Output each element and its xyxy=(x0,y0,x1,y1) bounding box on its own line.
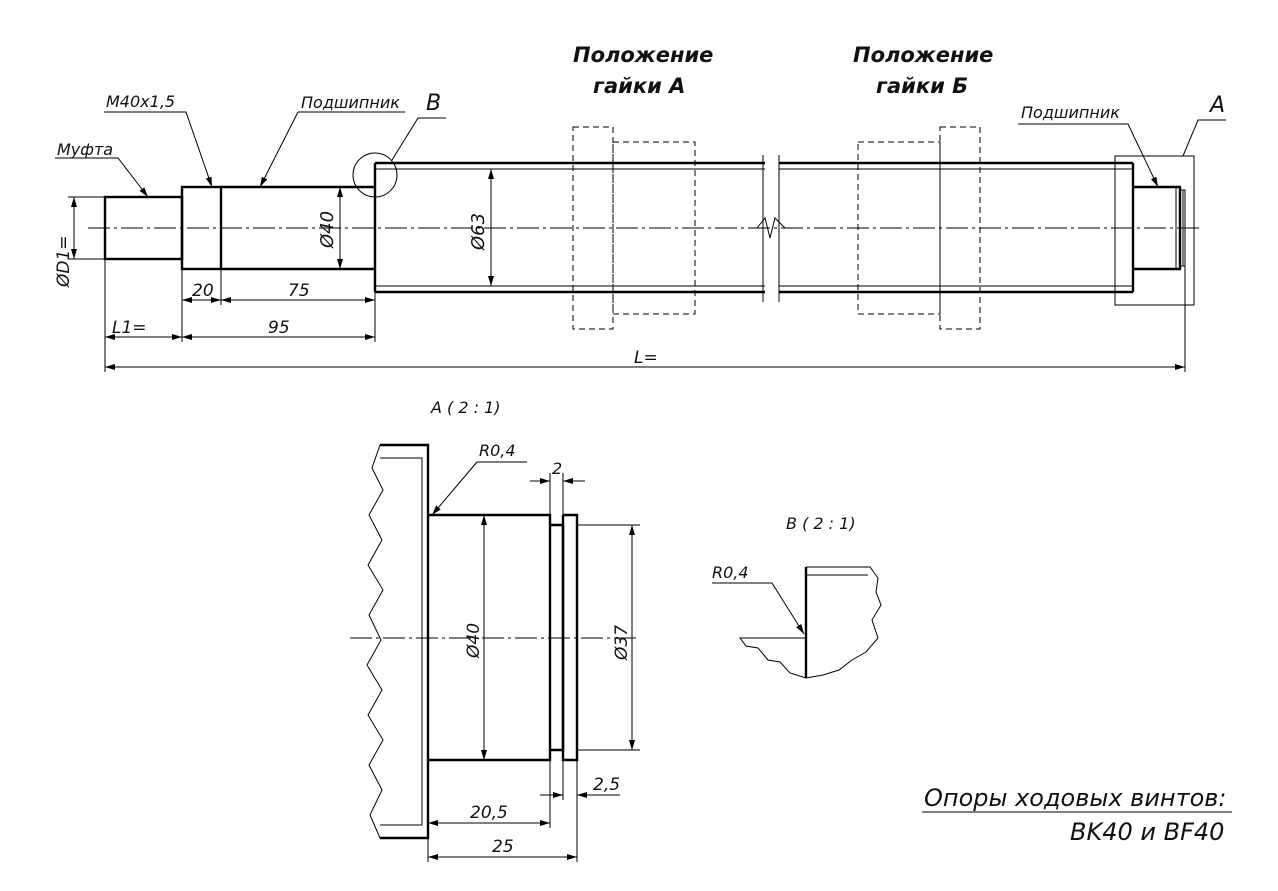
detail-a-dim-2: 2 xyxy=(552,459,562,478)
detail-a-dim-d37: Ø37 xyxy=(612,625,632,661)
detail-a-dim-20-5: 20,5 xyxy=(470,803,508,823)
label-bearing-right: Подшипник xyxy=(1021,103,1120,122)
right-journal xyxy=(1133,185,1182,271)
bearing-journal xyxy=(221,185,375,271)
leader-bearing-right xyxy=(1018,123,1159,188)
screw-body-right xyxy=(779,161,1135,294)
label-a: A xyxy=(1208,93,1225,118)
break-line xyxy=(756,155,786,302)
label-nut-b-1: Положение xyxy=(853,43,993,67)
leader-bearing-left xyxy=(260,111,405,187)
nut-a-position xyxy=(572,126,696,330)
leader-mufta xyxy=(55,157,149,198)
leader-a xyxy=(1182,119,1226,157)
label-nut-b-2: гайки Б xyxy=(876,74,968,98)
nut-b-position xyxy=(857,126,981,330)
label-b: B xyxy=(426,91,441,116)
dim-20-text: 20 xyxy=(192,281,214,301)
dim-l-text: L= xyxy=(634,348,658,368)
label-nut-a-1: Положение xyxy=(573,43,713,67)
dim-d40-text: Ø40 xyxy=(317,211,338,249)
caption-line1: Опоры ходовых винтов: xyxy=(924,784,1227,812)
detail-b-view xyxy=(712,566,882,679)
dim-75-text: 75 xyxy=(288,281,310,301)
detail-a-radius: R0,4 xyxy=(479,441,516,460)
label-mufta: Муфта xyxy=(57,140,113,159)
detail-b-circle xyxy=(352,152,398,198)
label-nut-a-2: гайки A xyxy=(593,74,685,98)
leader-thread xyxy=(104,111,213,188)
detail-a-journal xyxy=(428,513,552,762)
leader-b xyxy=(391,117,446,161)
detail-a-title: A ( 2 : 1) xyxy=(430,398,501,417)
dim-d63-text: Ø63 xyxy=(468,213,489,251)
detail-a-view xyxy=(350,443,640,862)
detail-a-dim-25: 25 xyxy=(492,837,514,857)
label-thread: M40x1,5 xyxy=(106,92,175,111)
detail-b-title: B ( 2 : 1) xyxy=(786,514,856,533)
main-shaft-view xyxy=(55,111,1226,372)
screw-body-left xyxy=(373,161,765,294)
dim-l1-text: L1= xyxy=(112,318,147,338)
dim-95-text: 95 xyxy=(268,318,290,338)
detail-a-dim-d40: Ø40 xyxy=(464,623,484,659)
caption-line2: BK40 и BF40 xyxy=(1070,818,1224,846)
label-bearing-left: Подшипник xyxy=(301,93,400,112)
detail-a-dim-2-5: 2,5 xyxy=(593,775,620,795)
dim-d1-text: ØD1= xyxy=(54,235,74,288)
detail-a-frame xyxy=(1114,155,1195,306)
detail-b-radius: R0,4 xyxy=(712,563,749,582)
detail-a-break xyxy=(366,444,384,839)
